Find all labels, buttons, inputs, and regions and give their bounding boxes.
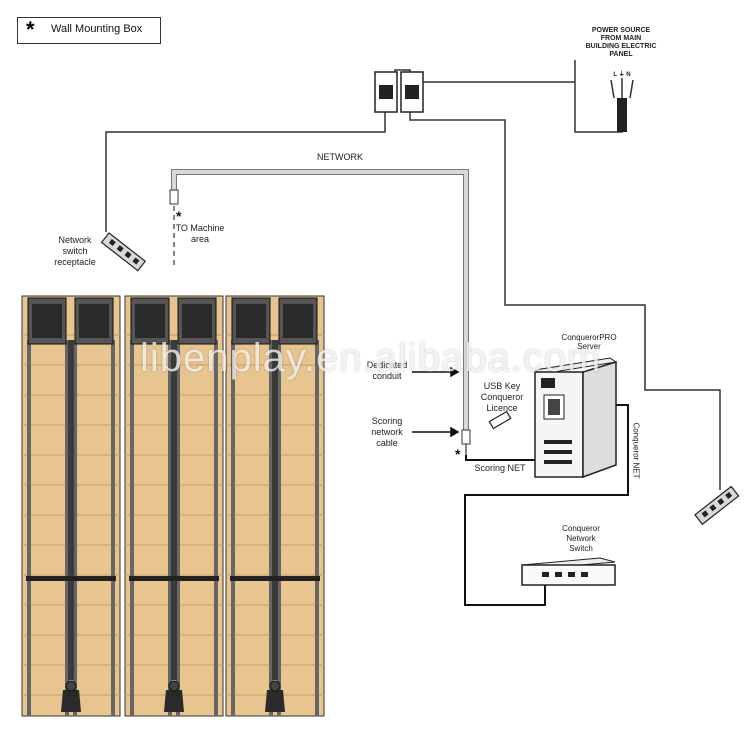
ball-return-head <box>164 690 184 712</box>
ball-return-hood <box>269 680 281 692</box>
gutter <box>315 340 319 716</box>
gutter <box>168 340 172 716</box>
gutter <box>214 340 218 716</box>
scoring-net-cable <box>464 404 629 606</box>
gutter <box>65 340 69 716</box>
gutter <box>27 340 31 716</box>
pointer-arrows <box>412 366 460 438</box>
watermark: libenplay.en.alibaba.com <box>140 336 602 380</box>
usb-key-label: USB Key Conqueror Licence <box>480 381 524 413</box>
gutter <box>111 340 115 716</box>
usb-key <box>488 410 512 430</box>
scoring-net-label: Scoring NET <box>474 463 526 473</box>
power-source-conduit <box>610 78 634 132</box>
pinsetter-core <box>283 304 313 338</box>
dedicated-conduit-label: Dedicated conduit <box>366 360 408 381</box>
ball-return-head <box>61 690 81 712</box>
gutter <box>73 340 77 716</box>
legend: * Wall Mounting Box <box>17 17 161 44</box>
star-icon: * <box>26 17 35 42</box>
to-machine-label: TO Machine area <box>175 223 225 244</box>
scoring-network-cable-label: Scoring network cable <box>371 416 403 448</box>
wall-box-marker-upper: * <box>176 208 182 224</box>
network-switch <box>521 557 616 586</box>
network-switch-receptacle-label: Network switch receptacle <box>54 235 96 267</box>
foul-line-bar <box>230 576 320 581</box>
network-conduit <box>169 169 471 455</box>
gutter <box>277 340 281 716</box>
pinsetter-core <box>236 304 266 338</box>
ball-return-hood <box>168 680 180 692</box>
network-label: NETWORK <box>317 152 363 162</box>
gutter <box>231 340 235 716</box>
legend-text: Wall Mounting Box <box>51 23 143 35</box>
power-strip-left <box>100 232 147 272</box>
pinsetter-core <box>182 304 212 338</box>
ball-return-track <box>68 340 74 680</box>
gutter <box>269 340 273 716</box>
ball-return-track <box>272 340 278 680</box>
wall-box-marker-lower: * <box>455 446 461 462</box>
pinsetter-core <box>135 304 165 338</box>
bowling-lanes <box>21 295 325 717</box>
foul-line-bar <box>26 576 116 581</box>
pinsetter-core <box>79 304 109 338</box>
ball-return-track <box>171 340 177 680</box>
ball-return-head <box>265 690 285 712</box>
server-tower <box>533 357 618 479</box>
power-phases-label: L ⏚ N <box>613 72 631 78</box>
ball-return-hood <box>65 680 77 692</box>
gutter <box>176 340 180 716</box>
foul-line-bar <box>129 576 219 581</box>
server-label: ConquerorPRO Server <box>561 333 617 351</box>
pinsetter-core <box>32 304 62 338</box>
power-strip-right <box>694 485 740 526</box>
circuit-breakers <box>374 71 424 113</box>
power-source-label: POWER SOURCE FROM MAIN BUILDING ELECTRIC… <box>585 27 657 58</box>
gutter <box>130 340 134 716</box>
conqueror-net-label: Conqueror NET <box>631 422 641 479</box>
conqueror-network-switch-label: Conqueror Network Switch <box>562 524 600 553</box>
